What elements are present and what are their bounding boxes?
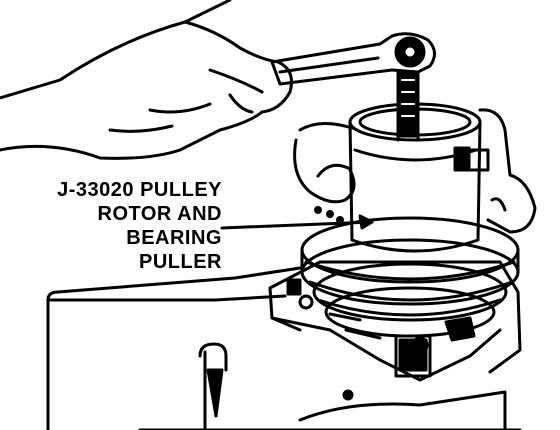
callout-label: J-33020 PULLEY ROTOR AND BEARING PULLER: [22, 178, 222, 274]
wrench: [270, 32, 436, 86]
callout-line-2: ROTOR AND: [97, 203, 222, 225]
puller-tool: [348, 46, 490, 253]
leader-arrow: [220, 214, 374, 230]
callout-line-1: J-33020 PULLEY: [57, 179, 222, 201]
compressor-housing: [46, 266, 522, 430]
compressor-body: [268, 260, 522, 382]
pulley-rotor: [300, 216, 520, 338]
callout-line-4: PULLER: [139, 251, 222, 273]
callout-line-3: BEARING: [126, 227, 222, 249]
left-hand: [0, 0, 293, 160]
